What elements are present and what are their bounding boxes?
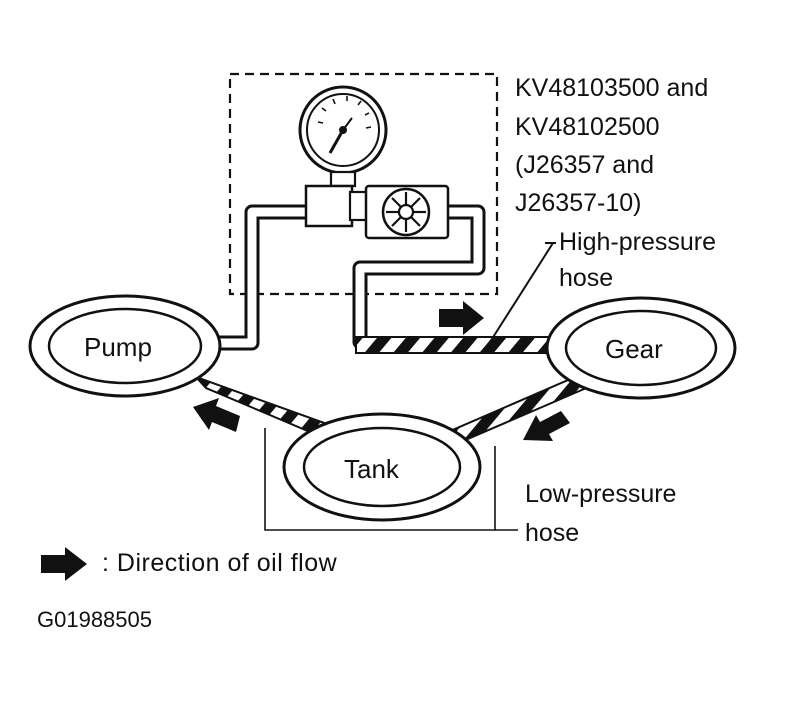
pump-to-gauge-hose — [210, 204, 320, 351]
tank-label: Tank — [344, 454, 399, 484]
flow-arrow-icon — [523, 411, 570, 441]
low-pressure-label-2: hose — [525, 519, 580, 547]
reservoir-tank — [282, 412, 482, 522]
gear-label: Gear — [605, 334, 663, 364]
tee-fitting — [304, 184, 354, 228]
low-pressure-label: Low-pressure — [525, 480, 677, 508]
high-pressure-hose — [355, 336, 559, 354]
tool-label-line-4: J26357-10) — [515, 189, 642, 217]
shut-off-valve-icon — [364, 184, 450, 240]
steering-gear-unit — [545, 296, 737, 400]
flow-arrow-icon — [193, 398, 240, 432]
flow-arrow-icon — [439, 301, 484, 335]
pump-unit — [28, 294, 222, 398]
low-pressure-callout-line — [264, 428, 496, 531]
high-pressure-leader — [489, 242, 554, 343]
tool-label-line-2: KV48102500 — [515, 113, 660, 141]
pump-label: Pump — [84, 332, 152, 362]
flow-arrow-icon — [41, 547, 87, 581]
tool-label-line-1: KV48103500 and — [515, 74, 709, 102]
low-pressure-hose-gear — [446, 375, 586, 446]
high-pressure-label-2: hose — [559, 264, 614, 292]
valve-return-hose — [352, 204, 486, 350]
pressure-gauge-icon — [298, 85, 388, 188]
high-pressure-label: High-pressure — [559, 228, 717, 256]
legend-text: : Direction of oil flow — [102, 549, 338, 577]
figure-id: G01988505 — [37, 607, 152, 632]
tool-label-line-3: (J26357 and — [515, 151, 655, 179]
